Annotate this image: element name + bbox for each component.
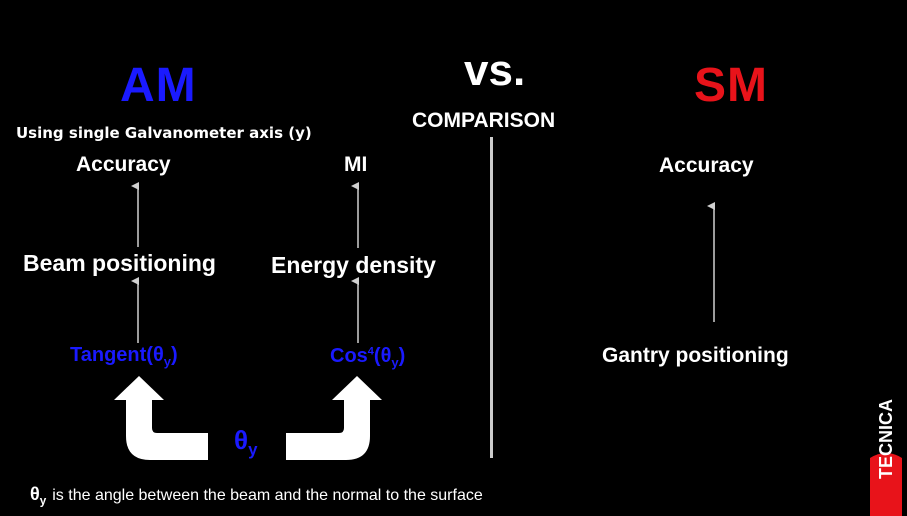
cosine-label: Cos4(θy) [330, 345, 406, 370]
mi-label: MI [344, 153, 368, 176]
u-turn-arrow-right [286, 376, 382, 460]
beam-positioning-label: Beam positioning [23, 250, 216, 276]
center-divider [490, 137, 493, 458]
am-heading: AM [120, 59, 197, 112]
theta-y-center-label: θy [234, 425, 258, 460]
tangent-label: Tangent(θy) [70, 344, 178, 369]
vs-heading: vs. [464, 46, 526, 95]
gantry-positioning-label: Gantry positioning [602, 344, 789, 367]
comparison-label: COMPARISON [412, 109, 556, 132]
logo-text: TECNICA [876, 399, 896, 479]
energy-density-label: Energy density [271, 252, 436, 278]
u-turn-arrow-left [114, 376, 208, 460]
am-accuracy-label: Accuracy [76, 153, 171, 176]
tecnica-logo: TECNICA [870, 399, 902, 516]
sm-accuracy-label: Accuracy [659, 154, 754, 177]
sm-heading: SM [694, 59, 768, 112]
am-subtitle: Using single Galvanometer axis (y) [16, 124, 312, 142]
